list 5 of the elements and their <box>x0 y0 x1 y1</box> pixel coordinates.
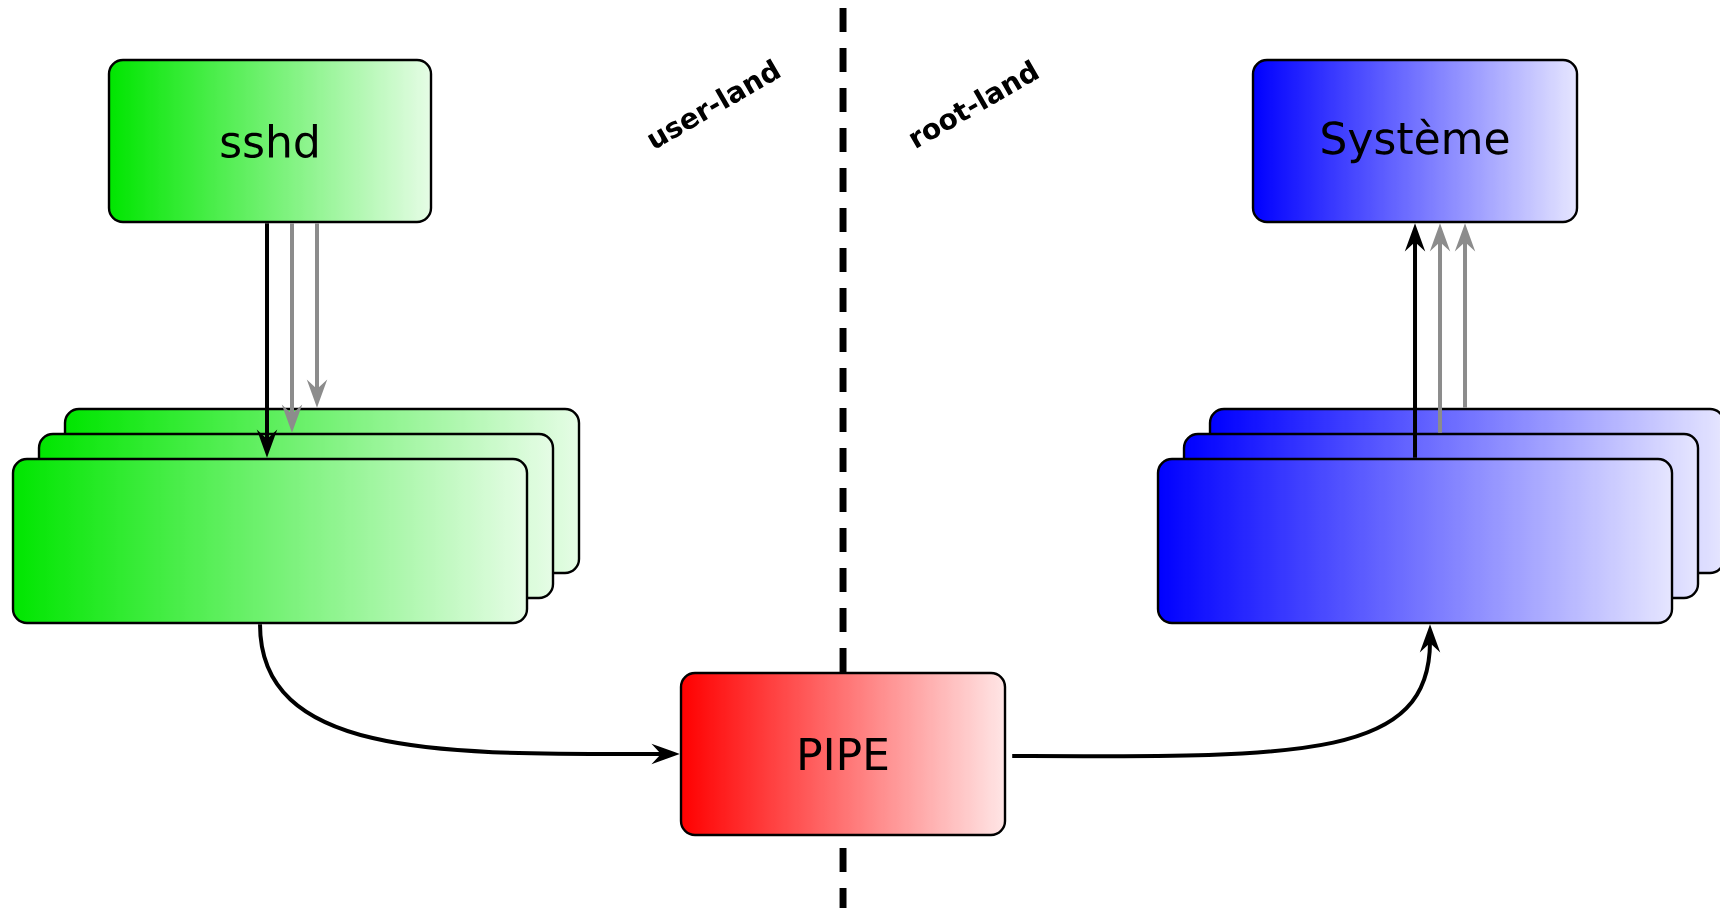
process-box: Système <box>1251 58 1579 224</box>
stacked-boxes <box>1156 407 1720 625</box>
process-box: sshd <box>107 58 433 224</box>
process-box: PIPE <box>679 671 1007 837</box>
stacked-boxes <box>11 407 581 625</box>
